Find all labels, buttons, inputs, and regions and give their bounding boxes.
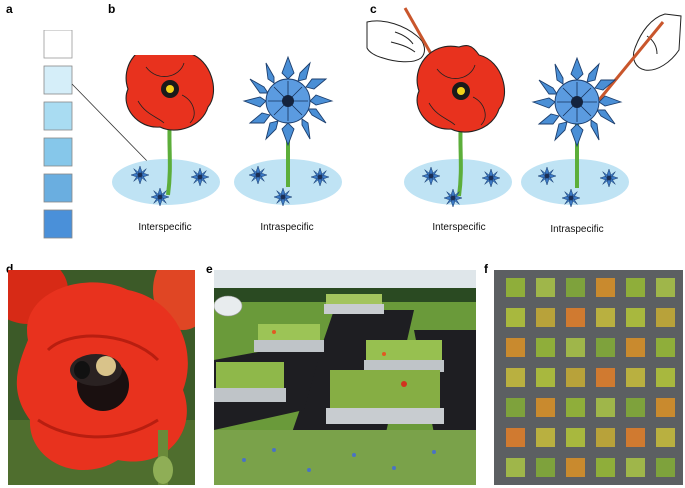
aerial-plot [656,368,675,387]
caption-c-interspecific: Interspecific [432,222,486,233]
aerial-plot [656,308,675,327]
aerial-plot [566,278,585,297]
aerial-plot [536,308,555,327]
caption-c-intraspecific: Intraspecific [550,224,604,235]
photo-aerial-plot-grid [494,270,683,485]
aerial-plot [506,398,525,417]
aerial-plot [536,368,555,387]
seedling-b6 [273,187,293,207]
aerial-plot [566,308,585,327]
aerial-plot [506,308,525,327]
swatch-pointer-line [71,83,151,165]
seedling-c3 [443,188,463,208]
seedling-c2 [481,168,501,188]
aerial-plot [506,368,525,387]
aerial-plot [506,458,525,477]
aerial-plot [656,338,675,357]
hand-right-icon [632,13,682,71]
aerial-plot [596,368,615,387]
aerial-plot [626,398,645,417]
brush-right [597,21,665,101]
seedling-b3 [150,187,170,207]
aerial-plot [536,428,555,447]
aerial-plot [536,458,555,477]
aerial-plot [566,338,585,357]
aerial-plot [566,458,585,477]
aerial-plot [626,458,645,477]
swatch-3 [43,101,73,131]
aerial-plot [566,398,585,417]
photo-field-plots [214,270,476,485]
panel-letter-d: d [6,262,14,276]
seedling-b1 [130,165,150,185]
aerial-plot [626,308,645,327]
seedling-b2 [190,167,210,187]
aerial-plot [596,398,615,417]
aerial-plot [506,428,525,447]
panel-letter-b: b [108,2,116,16]
plot-boxes [214,294,444,424]
photo-poppy-bumblebee [8,270,195,485]
swatch-5 [43,173,73,203]
hand-left-icon [366,20,425,63]
aerial-plot [596,278,615,297]
seedling-c4 [537,166,557,186]
seedling-c1 [421,166,441,186]
aerial-plot [626,338,645,357]
aerial-plot [656,428,675,447]
aerial-plot [506,278,525,297]
aerial-plot [536,278,555,297]
caption-b-intraspecific: Intraspecific [260,222,314,233]
swatch-column [43,30,151,239]
swatch-6 [43,209,73,239]
swatch-4 [43,137,73,167]
aerial-plot [596,308,615,327]
aerial-plot [626,428,645,447]
aerial-plot [506,338,525,357]
aerial-plot [596,428,615,447]
seedling-c6 [561,188,581,208]
aerial-plot [566,428,585,447]
aerial-plot [596,338,615,357]
caption-b-interspecific: Interspecific [138,222,192,233]
panel-c-diagram [366,7,682,208]
aerial-plot [656,278,675,297]
seedling-b5 [310,167,330,187]
aerial-plot [626,368,645,387]
panel-letter-a: a [6,2,13,16]
aerial-plot [656,458,675,477]
panel-b-diagram [112,55,342,207]
poppy-flower-b [125,55,215,131]
aerial-plot [536,338,555,357]
seedling-c5 [599,168,619,188]
aerial-plot [536,398,555,417]
aerial-plot [626,278,645,297]
seedling-b4 [248,165,268,185]
swatch-1 [43,30,73,59]
swatch-2 [43,65,73,95]
cornflower-flower-c [532,57,622,147]
panel-letter-c: c [370,2,377,16]
aerial-plot [596,458,615,477]
panel-letter-e: e [206,262,213,276]
cornflower-flower-b [243,56,333,146]
aerial-plot [566,368,585,387]
aerial-plot [656,398,675,417]
panel-letter-f: f [484,262,488,276]
poppy-flower-c [416,44,506,133]
